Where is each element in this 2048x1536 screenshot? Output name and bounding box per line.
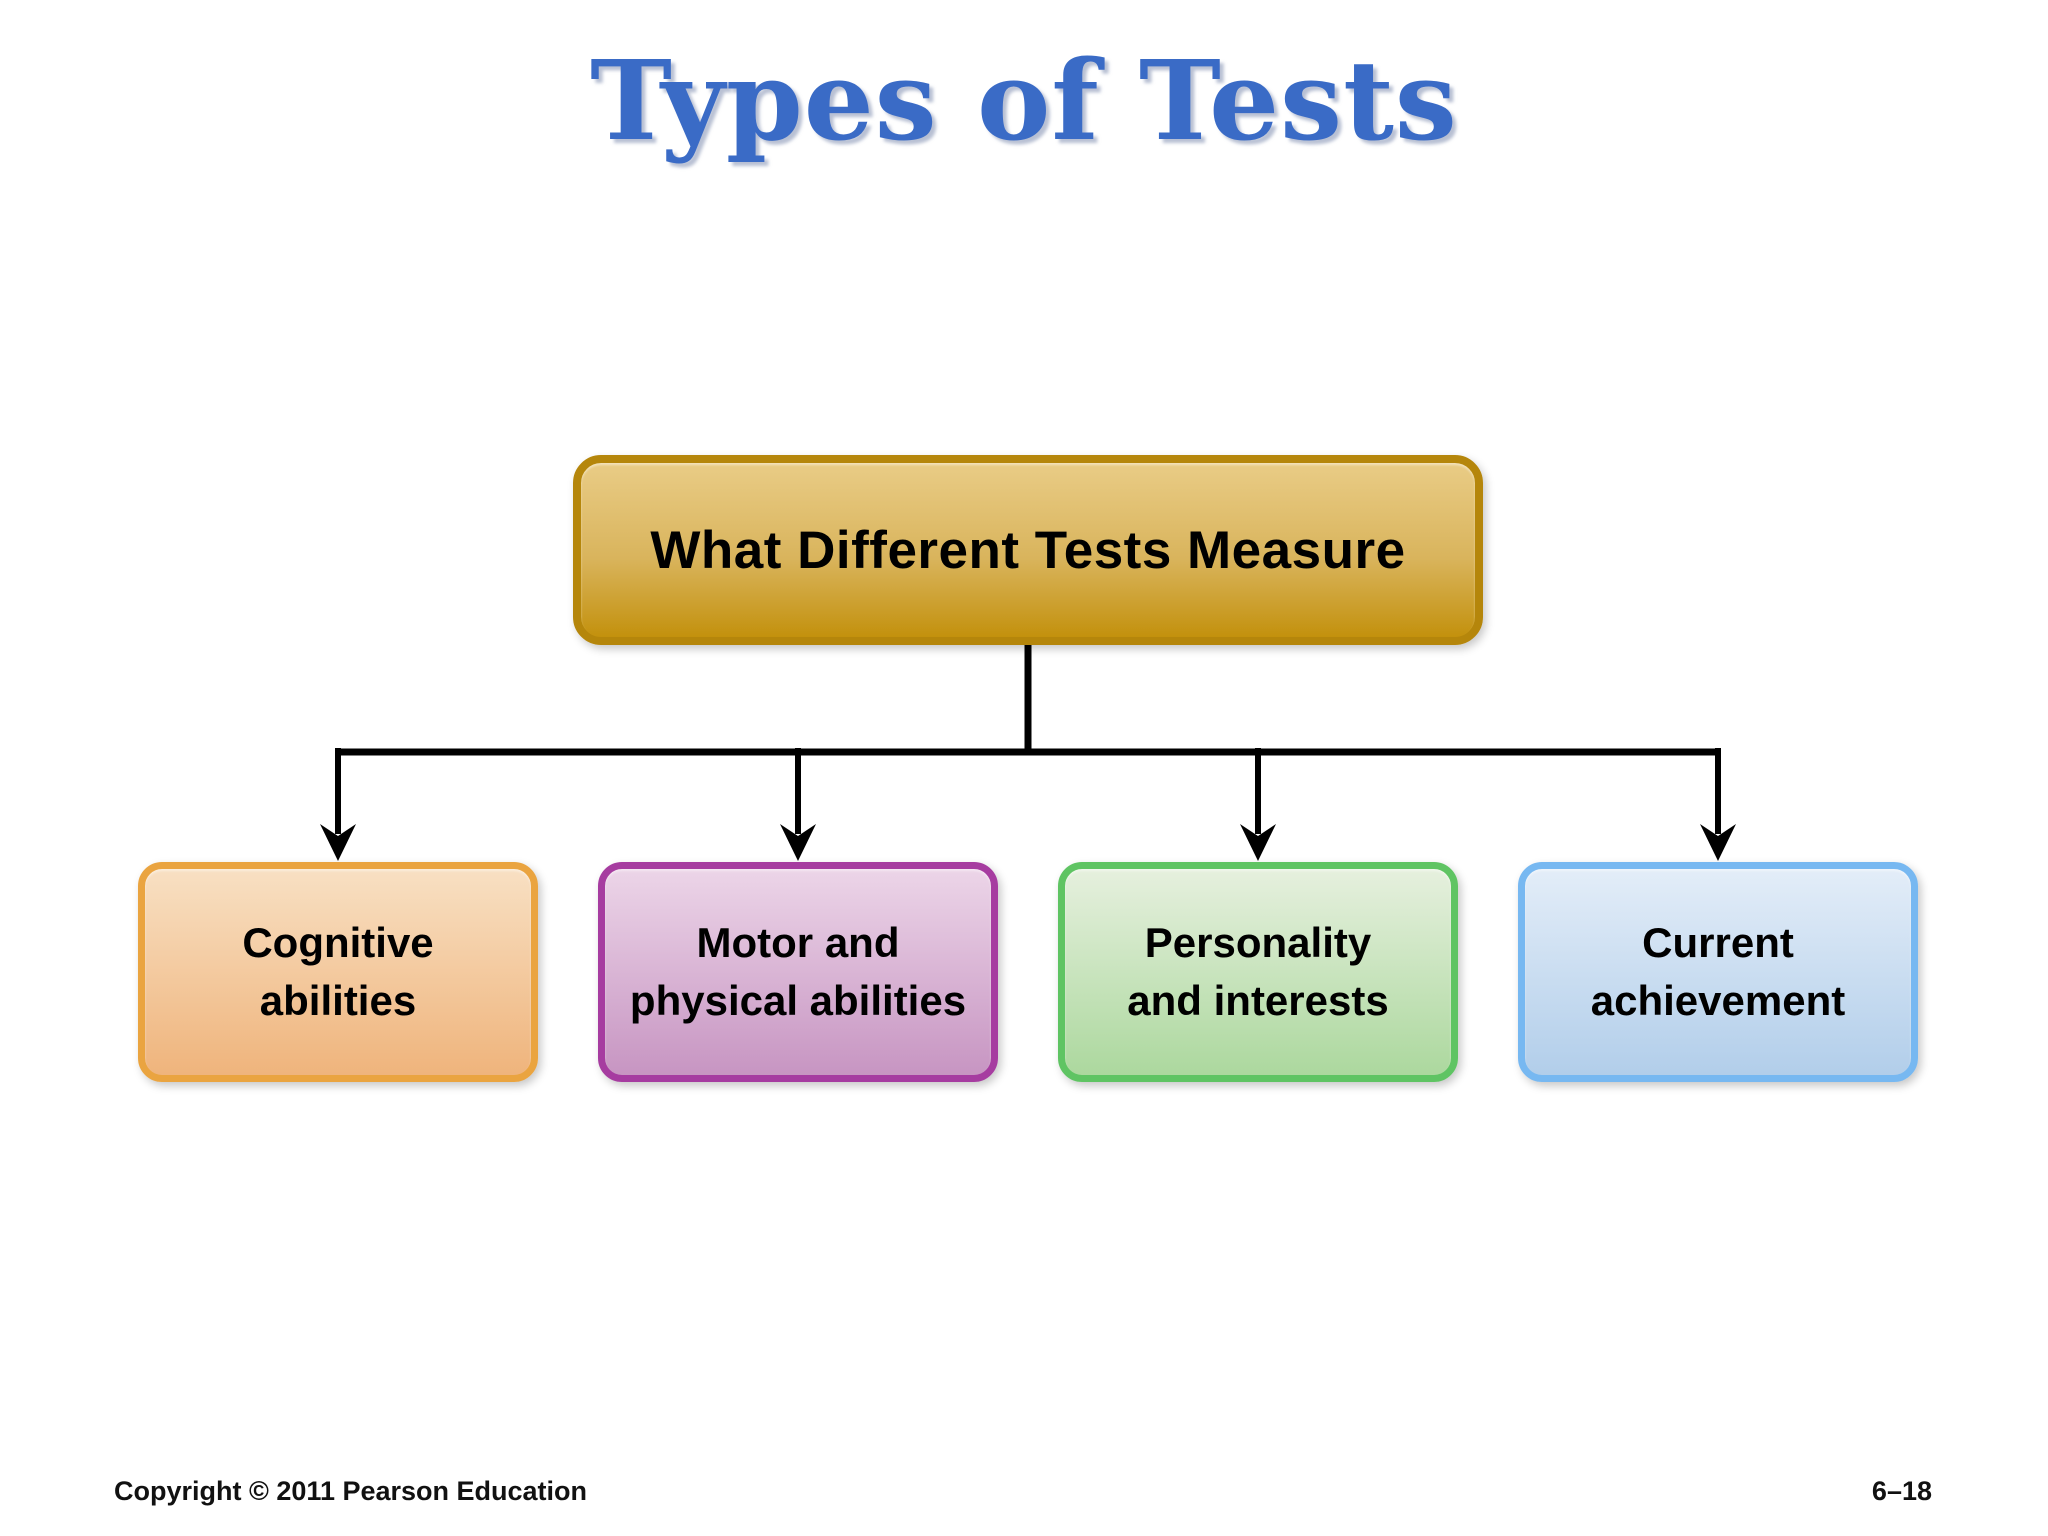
child-box-motor-and-physical-abilities: Motor and physical abilities xyxy=(598,862,998,1082)
footer-page-number: 6–18 xyxy=(1871,1476,1932,1506)
child-box-current-achievement: Current achievement xyxy=(1518,862,1918,1082)
child-box-label-line: Motor and xyxy=(696,919,900,967)
child-box-label-line: Current xyxy=(1642,919,1794,967)
arrowhead-icon xyxy=(1240,824,1276,861)
footer-copyright: Copyright © 2011 Pearson Education xyxy=(114,1476,588,1506)
child-box-label-line: and interests xyxy=(1127,977,1389,1024)
child-box-cognitive-abilities: Cognitive abilities xyxy=(138,862,538,1082)
arrowhead-icon xyxy=(320,824,356,861)
child-box-label-line: achievement xyxy=(1590,977,1846,1024)
child-box-label-line: Personality xyxy=(1144,919,1372,967)
child-box-label-line: abilities xyxy=(259,977,417,1024)
arrowhead-icon xyxy=(780,824,816,861)
child-box-label-line: Cognitive xyxy=(242,919,434,967)
arrowhead-icon xyxy=(1700,824,1736,861)
root-box-label: What Different Tests Measure xyxy=(650,520,1406,580)
child-box-personality-and-interests: Personality and interests xyxy=(1058,862,1458,1082)
root-box-what-different-tests-measure: What Different Tests Measure xyxy=(573,455,1483,645)
slide-title: Types of Tests xyxy=(590,36,1458,165)
child-box-label-line: physical abilities xyxy=(629,977,967,1024)
